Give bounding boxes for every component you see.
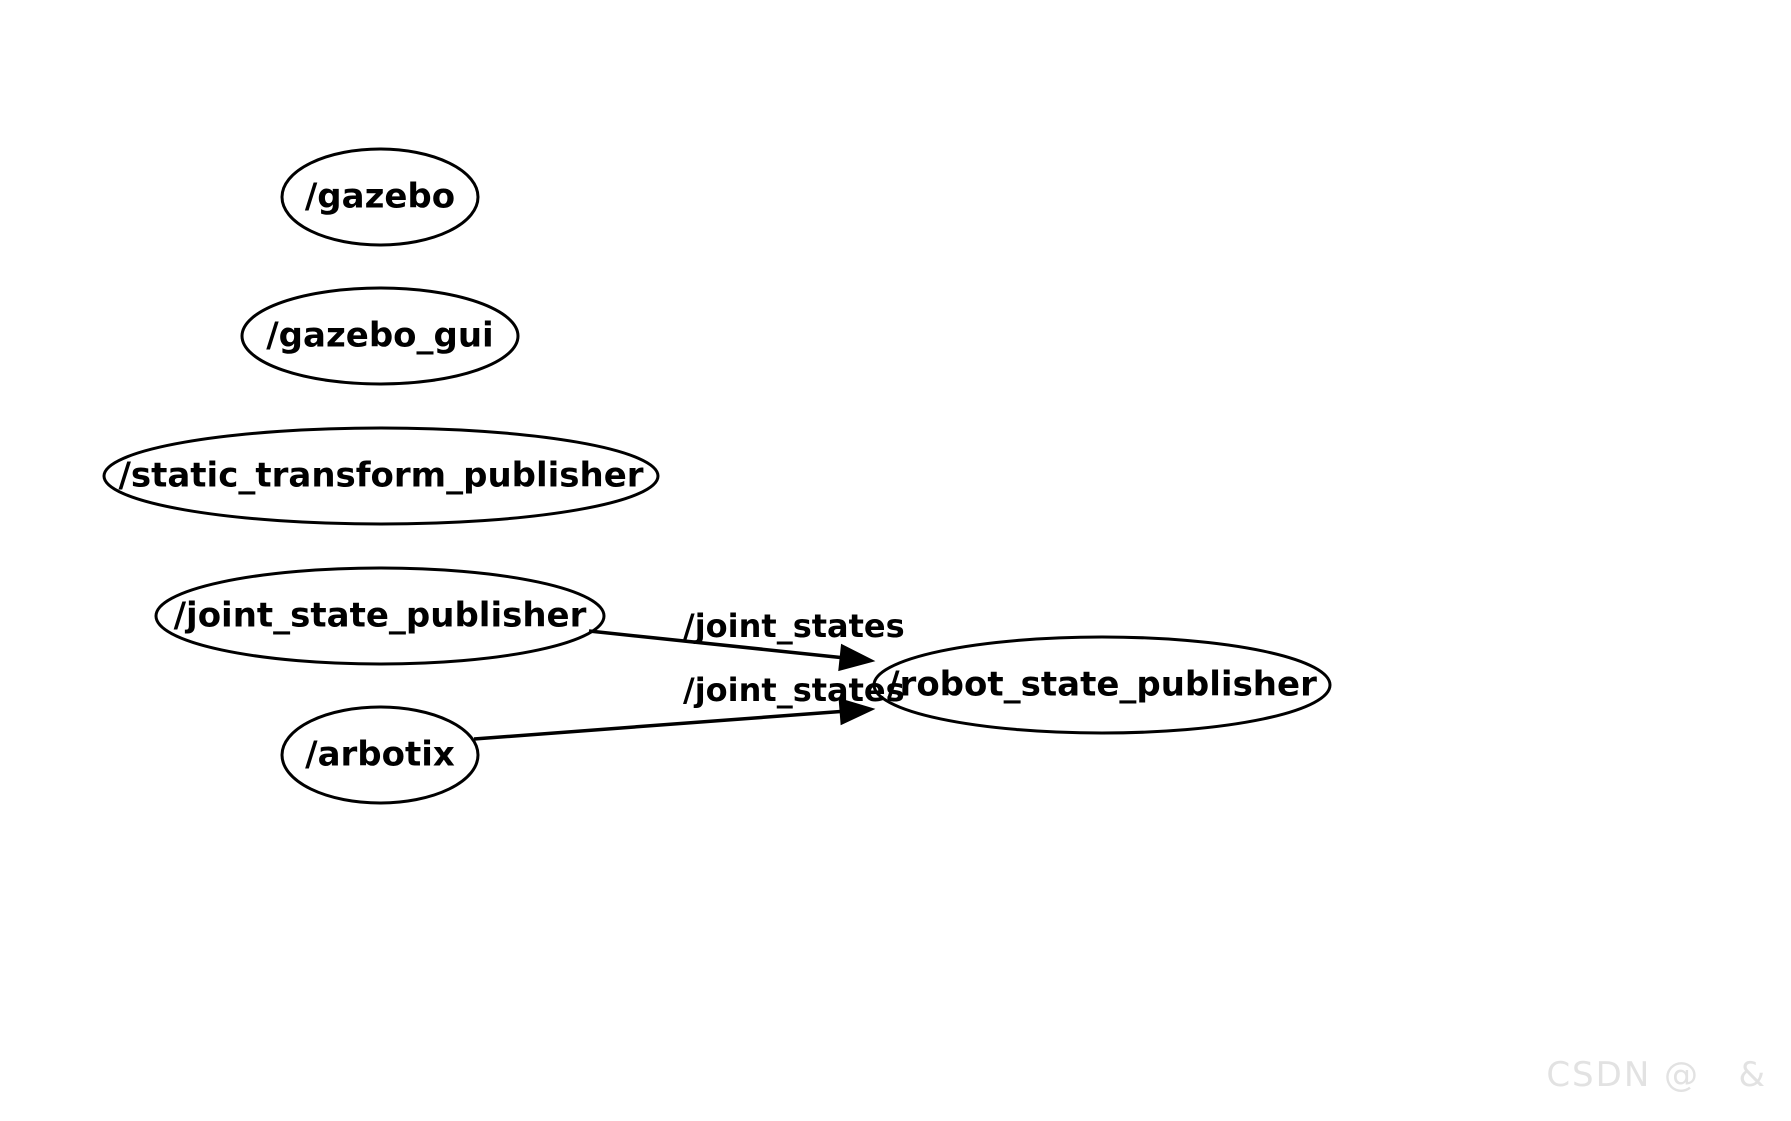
edge-arbotix-to-robot-state-publisher[interactable]: /joint_states	[473, 671, 905, 741]
node-static-transform-publisher-ellipse	[102, 426, 660, 526]
node-robot-state-publisher[interactable]: /robot_state_publisher	[872, 635, 1332, 735]
node-gazebo[interactable]: /gazebo	[280, 147, 480, 247]
arrowhead-icon	[838, 697, 876, 726]
node-gazebo-gui-label: /gazebo_gui	[266, 316, 493, 356]
node-gazebo-gui-ellipse	[240, 286, 520, 386]
edge-label-joint-states-1: /joint_states	[683, 607, 905, 645]
node-gazebo-label: /gazebo	[305, 177, 455, 217]
node-gazebo-gui[interactable]: /gazebo_gui	[240, 286, 520, 386]
node-joint-state-publisher[interactable]: /joint_state_publisher	[154, 566, 606, 666]
node-robot-state-publisher-label: /robot_state_publisher	[887, 665, 1317, 705]
node-joint-state-publisher-ellipse	[154, 566, 606, 666]
node-gazebo-ellipse	[280, 147, 480, 247]
csdn-watermark: CSDN @ &	[1546, 1055, 1767, 1095]
edge-joint-state-publisher-to-robot-state-publisher[interactable]: /joint_states	[588, 607, 905, 672]
node-joint-state-publisher-label: /joint_state_publisher	[174, 596, 587, 636]
node-robot-state-publisher-ellipse	[872, 635, 1332, 735]
node-arbotix-ellipse	[280, 705, 480, 805]
edge-line	[588, 629, 845, 660]
node-arbotix-label: /arbotix	[305, 735, 455, 775]
edge-line	[473, 709, 845, 741]
node-arbotix[interactable]: /arbotix	[280, 705, 480, 805]
arrowhead-icon	[838, 643, 876, 672]
edge-label-joint-states-2: /joint_states	[683, 671, 905, 709]
node-static-transform-publisher-label: /static_transform_publisher	[118, 456, 643, 496]
node-static-transform-publisher[interactable]: /static_transform_publisher	[102, 426, 660, 526]
